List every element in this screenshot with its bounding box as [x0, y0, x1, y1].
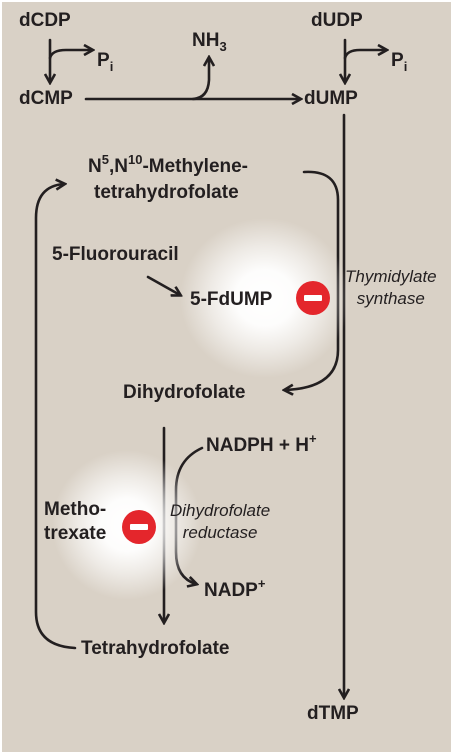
arrow-nh3-release: [191, 58, 209, 101]
minus-circle-icon: [122, 510, 156, 544]
node-nadph: NADPH + H+: [206, 432, 317, 457]
node-fdump: 5-FdUMP: [190, 289, 273, 310]
methotrexate-line1: Metho-: [44, 499, 107, 520]
node-pi-right: Pi: [391, 50, 408, 74]
pi-right-sub: i: [403, 58, 408, 74]
enzyme-dhfr-line1: Dihydrofolate: [170, 501, 271, 520]
enzyme-dhfr-line2: reductase: [182, 523, 258, 542]
nadp-sup: +: [257, 575, 266, 591]
methylene-sup10: 10: [127, 151, 143, 167]
minus-bar: [130, 524, 148, 530]
nadp-text: NADP: [204, 580, 258, 601]
pi-left-text: P: [97, 50, 110, 71]
arrow-fluorouracil-to-fdump: [146, 275, 180, 295]
node-pi-left: Pi: [97, 50, 114, 74]
arrow-tetrahydrofolate-to-methylene: [34, 184, 77, 650]
enzyme-thymidylate-line1: Thymidylate: [345, 267, 437, 286]
node-methotrexate: Metho- trexate: [44, 498, 106, 546]
node-methylene-thf-line2: tetrahydrofolate: [94, 182, 239, 203]
node-dump: dUMP: [304, 88, 358, 109]
enzyme-dihydrofolate-reductase: Dihydrofolate reductase: [170, 500, 270, 544]
nh3-sub: 3: [219, 38, 227, 54]
methylene-rest: -Methylene-: [142, 156, 249, 177]
methotrexate-line2: trexate: [44, 523, 107, 544]
nadph-text: NADPH + H: [206, 435, 309, 456]
node-methylene-thf-line1: N5,N10-Methylene-: [88, 153, 249, 178]
methylene-sup5: 5: [101, 151, 109, 167]
methylene-n5: N: [88, 156, 102, 177]
node-dudp: dUDP: [311, 10, 363, 31]
methylene-n10: ,N: [108, 156, 128, 177]
pi-left-sub: i: [109, 58, 114, 74]
node-nh3: NH3: [192, 30, 227, 54]
node-dcmp: dCMP: [19, 88, 73, 109]
node-dihydrofolate: Dihydrofolate: [123, 382, 246, 403]
minus-circle-icon: [296, 281, 330, 315]
node-dtmp: dTMP: [307, 703, 359, 724]
arrow-pi-release-right: [343, 50, 386, 60]
node-fluorouracil: 5-Fluorouracil: [52, 244, 179, 265]
nh3-text: NH: [192, 30, 220, 51]
arrow-pi-release-left: [48, 50, 92, 60]
node-dcdp: dCDP: [19, 10, 71, 31]
node-nadp: NADP+: [204, 577, 265, 602]
pi-right-text: P: [391, 50, 404, 71]
enzyme-thymidylate-synthase: Thymidylate synthase: [345, 266, 437, 310]
arrow-methylene-to-dihydrofolate: [285, 170, 340, 390]
nadph-sup: +: [308, 430, 317, 446]
minus-bar: [304, 295, 322, 301]
enzyme-thymidylate-line2: synthase: [356, 289, 425, 308]
node-tetrahydrofolate: Tetrahydrofolate: [81, 638, 230, 659]
